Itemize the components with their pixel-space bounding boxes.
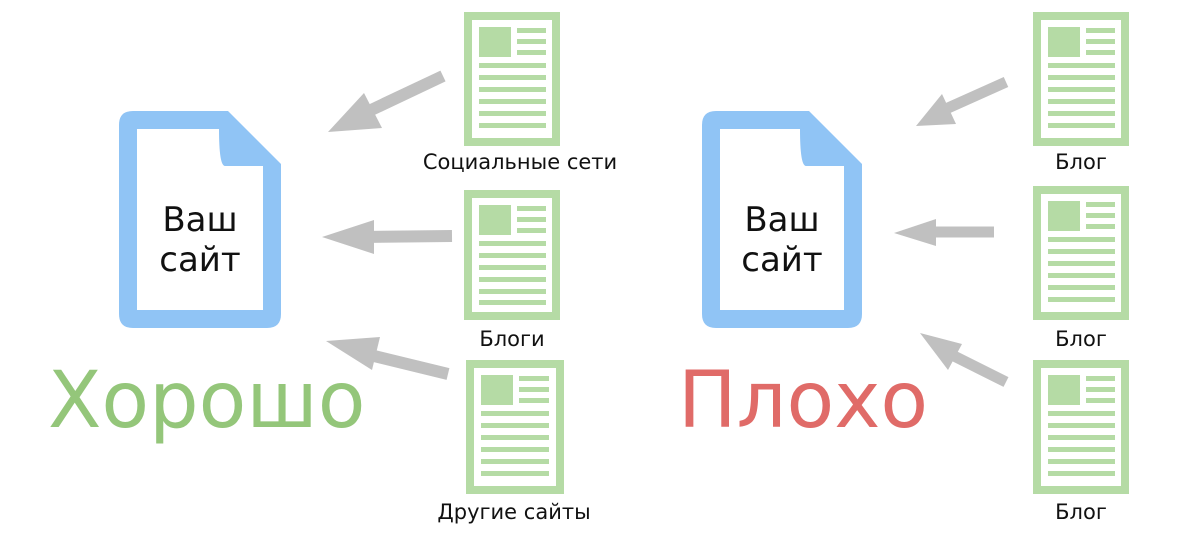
source-caption-blog: Блог — [1055, 150, 1107, 174]
arrow-left-icon — [920, 333, 1009, 387]
source-page-icon — [466, 360, 564, 494]
site-label: Ваш сайт — [698, 200, 866, 280]
source-page-icon — [464, 12, 560, 146]
site-label-line2: сайт — [159, 240, 241, 280]
source-page-icon — [1033, 360, 1129, 494]
good-linking-panel: Ваш сайт Социальные сети Блоги — [48, 12, 618, 524]
verdict-good: Хорошо — [48, 356, 366, 446]
source-caption-blogs: Блоги — [479, 327, 545, 351]
source-caption-blog: Блог — [1055, 327, 1107, 351]
arrow-left-icon — [326, 337, 450, 380]
site-label-line1: Ваш — [162, 200, 238, 240]
bad-linking-panel: Ваш сайт Блог Блог — [640, 0, 1196, 541]
site-label: Ваш сайт — [115, 200, 285, 280]
source-caption-other-sites: Другие сайты — [437, 500, 591, 524]
arrow-left-icon — [916, 76, 1009, 126]
site-document-icon — [702, 111, 862, 328]
source-caption-social: Социальные сети — [422, 150, 618, 174]
verdict-bad: Плохо — [678, 356, 929, 446]
source-page-icon — [464, 190, 560, 320]
site-label-line1: Ваш — [744, 200, 820, 240]
source-page-icon — [1033, 186, 1129, 320]
source-caption-blog: Блог — [1055, 500, 1107, 524]
site-document-icon — [119, 111, 281, 328]
source-page-icon — [1033, 12, 1129, 146]
arrow-left-icon — [894, 219, 994, 246]
arrow-left-icon — [328, 70, 446, 132]
site-label-line2: сайт — [741, 240, 823, 280]
arrow-left-icon — [322, 220, 453, 254]
